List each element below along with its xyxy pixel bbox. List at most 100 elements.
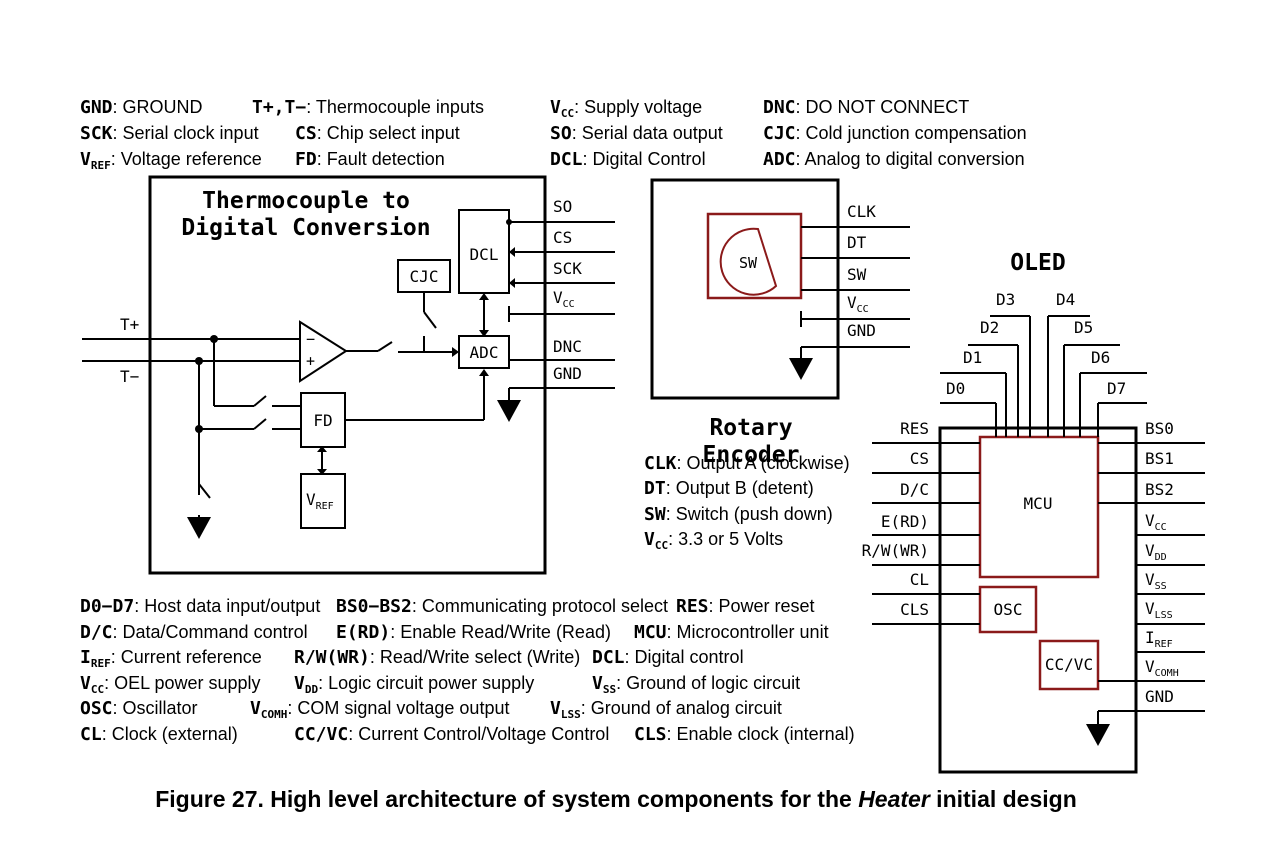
oled-box [938, 426, 1138, 774]
legend-osc: OSC: Oscillator [80, 698, 198, 719]
enc-pin-vcc: VCC [847, 293, 869, 315]
oled-pin-bs2: BS2 [1145, 480, 1174, 499]
mcu-block [978, 435, 1100, 579]
figure-caption: Figure 27. High level architecture of sy… [0, 786, 1232, 813]
legend-vdd: VDD: Logic circuit power supply [294, 673, 534, 696]
legend-cl: CL: Clock (external) [80, 724, 238, 745]
encoder-marks [789, 358, 813, 380]
encoder-title-1: Rotary [709, 415, 792, 441]
thermocouple-box [148, 175, 547, 575]
legend-sck: SCK: Serial clock input [80, 123, 259, 144]
oled-pin-rwwr: R/W(WR) [862, 541, 929, 560]
thermocouple-marks [187, 219, 521, 539]
legend-erd: E(RD): Enable Read/Write (Read) [336, 622, 611, 643]
thermocouple-module [82, 175, 615, 575]
legend-vcomh: VCOMH: COM signal voltage output [250, 698, 509, 721]
adc-label: ADC [470, 343, 499, 362]
oled-pin-d6: D6 [1091, 348, 1110, 367]
oled-pin-d5: D5 [1074, 318, 1093, 337]
arrow-head [479, 330, 489, 337]
encoder-switch-label: SW [739, 254, 758, 272]
arrow-head [479, 293, 489, 300]
ground-symbol [497, 400, 521, 422]
oled-pin-d7: D7 [1107, 379, 1126, 398]
legend-fd: FD: Fault detection [295, 149, 445, 170]
encoder-title-2: Encoder [703, 442, 800, 468]
ccvc-label: CC/VC [1045, 655, 1093, 674]
legend-vcc: VCC: Supply voltage [550, 97, 702, 120]
enc-pin-sw: SW [847, 265, 867, 284]
junction-dot [210, 335, 218, 343]
tplus-label: T+ [120, 315, 139, 334]
arrow-head [317, 446, 327, 452]
enc-pin-clk: CLK [847, 202, 876, 221]
legend-d0d7: D0−D7: Host data input/output [80, 596, 320, 617]
oled-pin-bs1: BS1 [1145, 449, 1174, 468]
legend-tc: T+,T−: Thermocouple inputs [252, 97, 484, 118]
cjc-label: CJC [410, 267, 439, 286]
enc-legend-vcc: VCC: 3.3 or 5 Volts [644, 529, 783, 552]
thermocouple-text: Thermocouple to Digital Conversion DCL C… [120, 188, 582, 512]
encoder-module [650, 178, 910, 400]
oled-pin-cs: CS [910, 449, 929, 468]
oled-pin-vcc: VCC [1145, 511, 1167, 533]
pin-vcc: VCC [553, 288, 575, 310]
oled-pin-d1: D1 [963, 348, 982, 367]
legend-ccvc: CC/VC: Current Control/Voltage Control [294, 724, 609, 745]
oled-pin-vcomh: VCOMH [1145, 657, 1179, 679]
legend-res: RES: Power reset [676, 596, 815, 617]
legend-dcl-oled: DCL: Digital control [592, 647, 744, 668]
oled-pin-bs0: BS0 [1145, 419, 1174, 438]
legend-cjc: CJC: Cold junction compensation [763, 123, 1027, 144]
oled-pin-gnd: GND [1145, 687, 1174, 706]
oled-text: OLED MCU OSC CC/VC D0 D1 D2 D3 D4 D5 D6 … [862, 250, 1179, 706]
enc-pin-gnd: GND [847, 321, 876, 340]
legend-iref: IREF: Current reference [80, 647, 262, 670]
thermocouple-title-2: Digital Conversion [181, 215, 430, 241]
encoder-switch-block [706, 212, 803, 300]
oled-pin-dc: D/C [900, 480, 929, 499]
oled-pin-d2: D2 [980, 318, 999, 337]
pin-sck: SCK [553, 259, 582, 278]
oled-pin-erd: E(RD) [881, 512, 929, 531]
pin-gnd: GND [553, 364, 582, 383]
enc-pin-dt: DT [847, 233, 867, 252]
legend-mcu: MCU: Microcontroller unit [634, 622, 829, 643]
legend-cs: CS: Chip select input [295, 123, 460, 144]
legend-bs: BS0−BS2: Communicating protocol select [336, 596, 668, 617]
caption-prefix: Figure 27. High level architecture of sy… [155, 786, 859, 812]
osc-block [978, 585, 1038, 634]
legend-vref: VREF: Voltage reference [80, 149, 262, 172]
oled-pin-cls: CLS [900, 600, 929, 619]
oled-pin-vlss: VLSS [1145, 599, 1173, 621]
oled-module [872, 315, 1205, 774]
fd-label: FD [313, 411, 332, 430]
junction-dot [195, 425, 203, 433]
thermocouple-title-1: Thermocouple to [202, 188, 410, 214]
legend-top: GND: GROUND SCK: Serial clock input VREF… [80, 97, 1027, 172]
legend-dc: D/C: Data/Command control [80, 622, 308, 643]
mcu-label: MCU [1024, 494, 1053, 513]
caption-italic: Heater [858, 786, 930, 812]
legend-gnd: GND: GROUND [80, 97, 203, 118]
legend-rwwr: R/W(WR): Read/Write select (Write) [294, 647, 580, 668]
ground-symbol [187, 517, 211, 539]
arrow-head [317, 469, 327, 475]
vref-label: VREF [306, 490, 334, 512]
amp-minus: − [306, 330, 315, 348]
encoder-text: SW CLK DT SW VCC GND Rotary Encoder [703, 202, 877, 468]
oled-pin-d4: D4 [1056, 290, 1075, 309]
legend-so: SO: Serial data output [550, 123, 723, 144]
arrow-head [479, 369, 489, 376]
legend-vss: VSS: Ground of logic circuit [592, 673, 800, 696]
ccvc-block [1038, 639, 1100, 691]
enc-legend-dt: DT: Output B (detent) [644, 478, 814, 499]
oled-pin-d0: D0 [946, 379, 965, 398]
legend-dcl: DCL: Digital Control [550, 149, 706, 170]
caption-suffix: initial design [929, 786, 1077, 812]
legend-vlss: VLSS: Ground of analog circuit [550, 698, 782, 721]
amplifier-triangle [299, 320, 348, 383]
oled-pin-vss: VSS [1145, 570, 1167, 592]
enc-legend-sw: SW: Switch (push down) [644, 504, 833, 525]
oled-pin-cl: CL [910, 570, 929, 589]
